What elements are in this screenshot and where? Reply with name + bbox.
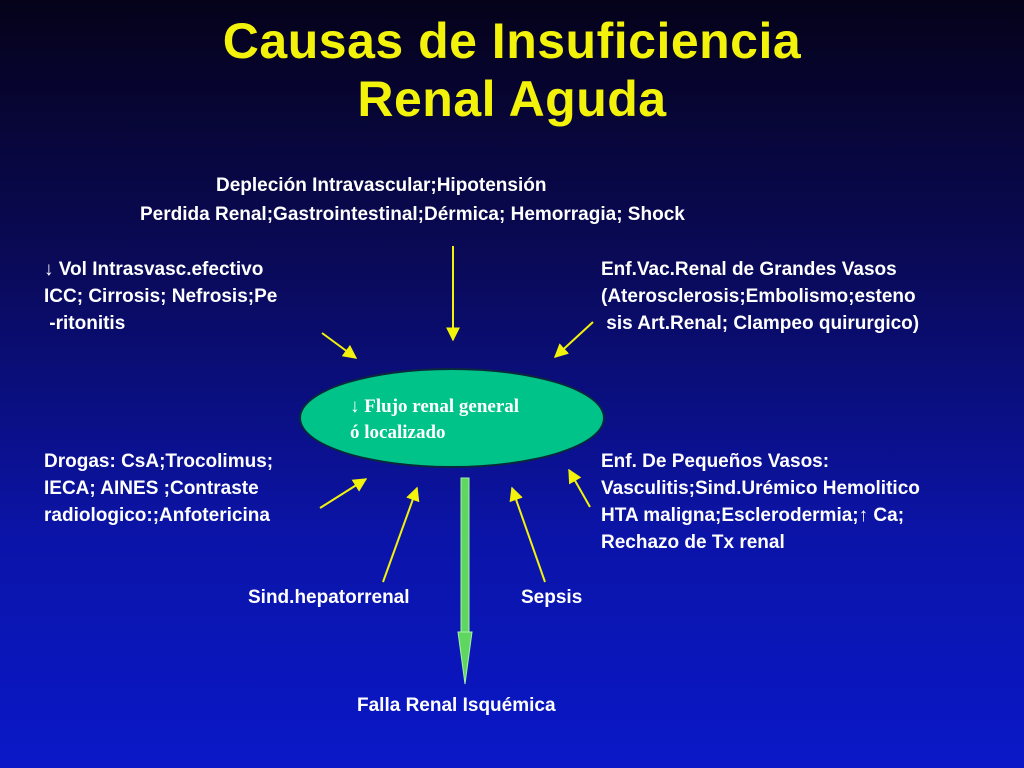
cause-left-top-line-3: -ritonitis: [44, 313, 126, 334]
cause-left-bottom-line-3: radiologico:;Anfotericina: [44, 505, 270, 526]
title-line-1: Causas de Insuficiencia: [222, 13, 802, 69]
cause-left-top-line-2: ICC; Cirrosis; Nefrosis;Pe: [44, 286, 278, 307]
central-node-line-2: ó localizado: [350, 422, 446, 443]
slide-title: Causas de Insuficiencia Renal Aguda: [0, 12, 1024, 128]
title-line-2: Renal Aguda: [357, 71, 667, 127]
cause-left-bottom: Drogas: CsA;Trocolimus; IECA; AINES ;Con…: [44, 448, 273, 529]
cause-right-bottom-line-4: Rechazo de Tx renal: [601, 532, 785, 553]
cause-right-bottom-line-3: HTA maligna;Esclerodermia;↑ Ca;: [601, 505, 905, 526]
arrow-right-top: [553, 321, 594, 358]
cause-right-top-line-1: Enf.Vac.Renal de Grandes Vasos: [601, 259, 897, 280]
central-node-line-1: ↓ Flujo renal general: [350, 396, 520, 417]
outcome-label-text: Falla Renal Isquémica: [357, 695, 556, 716]
central-node: [299, 368, 605, 468]
arrow-right-bottom: [568, 468, 591, 508]
cause-right-top-line-3: sis Art.Renal; Clampeo quirurgico): [601, 313, 920, 334]
arrow-outcome: [457, 477, 473, 685]
cause-right-bottom-line-1: Enf. De Pequeños Vasos:: [601, 451, 830, 472]
cause-right-bottom: Enf. De Pequeños Vasos: Vasculitis;Sind.…: [601, 448, 920, 556]
arrow-left-top: [321, 332, 358, 359]
cause-depletion-line: Depleción Intravascular;Hipotensión: [216, 175, 547, 196]
cause-left-bottom-line-1: Drogas: CsA;Trocolimus;: [44, 451, 274, 472]
cause-sepsis: Sepsis: [521, 584, 582, 611]
arrow-sepsis: [509, 486, 546, 583]
central-node-label: ↓ Flujo renal general ó localizado: [350, 394, 519, 446]
cause-hepatorenal: Sind.hepatorrenal: [248, 584, 410, 611]
cause-sepsis-label: Sepsis: [521, 587, 583, 608]
cause-renal-loss-line: Perdida Renal;Gastrointestinal;Dérmica; …: [140, 204, 685, 225]
cause-left-bottom-line-2: IECA; AINES ;Contraste: [44, 478, 259, 499]
arrow-left-bottom: [319, 478, 368, 509]
cause-renal-loss: Perdida Renal;Gastrointestinal;Dérmica; …: [140, 201, 685, 228]
cause-right-top-line-2: (Aterosclerosis;Embolismo;esteno: [601, 286, 916, 307]
cause-left-top: ↓ Vol Intrasvasc.efectivo ICC; Cirrosis;…: [44, 256, 277, 337]
cause-left-top-line-1: ↓ Vol Intrasvasc.efectivo: [44, 259, 264, 280]
cause-right-top: Enf.Vac.Renal de Grandes Vasos (Ateroscl…: [601, 256, 919, 337]
cause-depletion: Depleción Intravascular;Hipotensión: [216, 172, 546, 199]
outcome-label: Falla Renal Isquémica: [357, 692, 556, 719]
arrow-hepatorenal: [382, 486, 420, 583]
cause-right-bottom-line-2: Vasculitis;Sind.Urémico Hemolitico: [601, 478, 920, 499]
cause-hepatorenal-label: Sind.hepatorrenal: [248, 587, 410, 608]
